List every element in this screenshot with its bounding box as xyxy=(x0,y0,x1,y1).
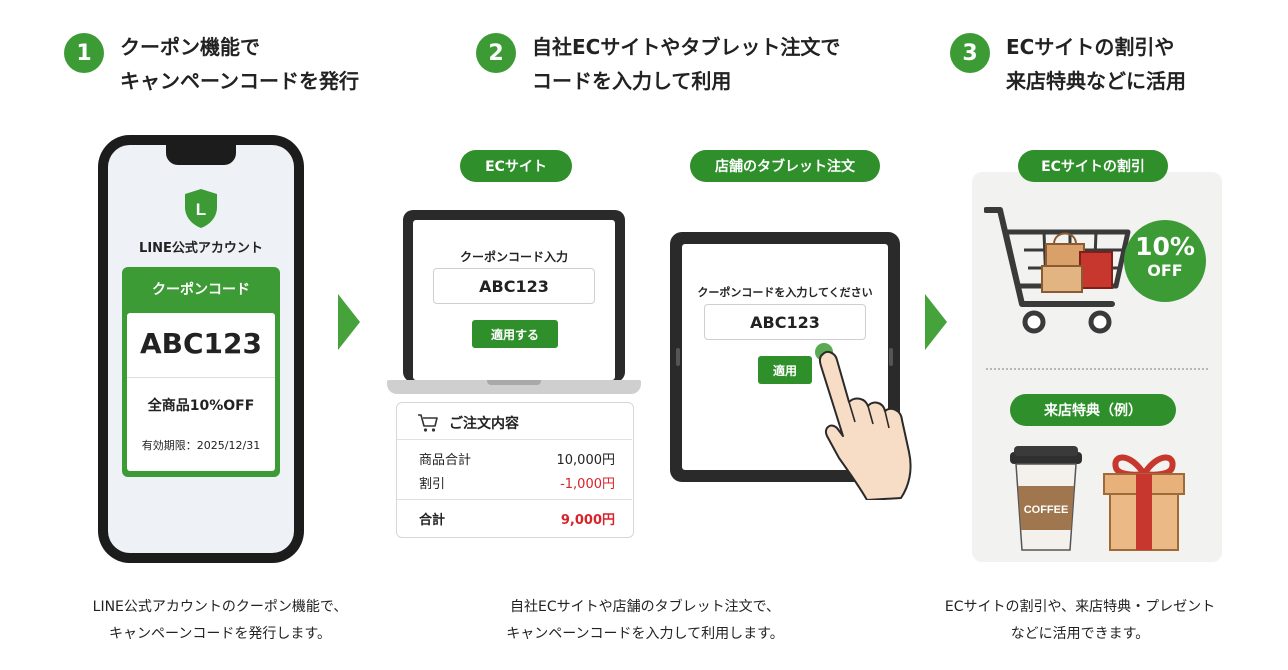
tablet-order-pill: 店舗のタブレット注文 xyxy=(690,150,880,182)
badge-percent: 10% xyxy=(1135,232,1195,261)
coffee-label: COFFEE xyxy=(1024,504,1069,516)
step-2-number: 2 xyxy=(476,33,516,73)
coupon-code: ABC123 xyxy=(139,327,262,360)
benefits-divider xyxy=(986,368,1208,370)
line-shield-logo-icon: L xyxy=(185,189,217,228)
order-divider-top xyxy=(397,439,632,440)
order-row-subtotal-label: 商品合計 xyxy=(419,453,472,468)
caption-1: LINE公式アカウントのクーポン機能で、 キャンペーンコードを発行します。 xyxy=(92,599,348,642)
coupon-card[interactable]: クーポンコード ABC123 全商品10%OFF 有効期限：2025/12/31 xyxy=(122,267,280,477)
coupon-body: ABC123 全商品10%OFF 有効期限：2025/12/31 xyxy=(127,313,275,471)
coffee-cup-icon: COFFEE xyxy=(1010,446,1082,551)
tablet-coupon-input[interactable]: ABC123 xyxy=(704,304,866,340)
tablet-display: クーポンコードを入力してください ABC123 適用 xyxy=(682,244,888,470)
order-summary: ご注文内容 商品合計 10,000円 割引 -1,000円 合計 9,000円 xyxy=(396,402,634,538)
phone-screen: L LINE公式アカウント クーポンコード ABC123 全商品10%OFF 有… xyxy=(108,145,294,553)
ec-coupon-input[interactable]: ABC123 xyxy=(433,268,595,304)
tapping-hand-icon xyxy=(815,343,912,500)
laptop: クーポンコード入力 ABC123 適用する xyxy=(403,210,625,382)
laptop-base xyxy=(387,380,641,394)
step-3-number: 3 xyxy=(950,33,990,73)
caption-2: 自社ECサイトや店舗のタブレット注文で、 キャンペーンコードを入力して利用します… xyxy=(506,599,784,642)
tablet-prompt: クーポンコードを入力してください xyxy=(697,286,873,299)
badge-off: OFF xyxy=(1147,261,1183,280)
tablet-camera xyxy=(676,348,680,366)
logo-letter: L xyxy=(196,200,206,219)
coupon-offer: 全商品10%OFF xyxy=(147,398,255,414)
ec-input-label: クーポンコード入力 xyxy=(459,250,568,264)
order-row-discount-label: 割引 xyxy=(419,477,446,492)
ec-apply-button[interactable]: 適用する xyxy=(472,320,558,348)
account-name: LINE公式アカウント xyxy=(139,241,263,256)
order-total-label: 合計 xyxy=(419,513,446,528)
step-3-title: ECサイトの割引や 来店特典などに活用 xyxy=(1006,35,1186,93)
step-2-title: 自社ECサイトやタブレット注文で コードを入力して利用 xyxy=(532,35,841,93)
tablet-home-button xyxy=(889,348,893,366)
order-divider-bottom xyxy=(397,499,632,500)
order-title: ご注文内容 xyxy=(449,416,519,432)
phone-notch xyxy=(166,145,236,165)
step-1-title: クーポン機能で キャンペーンコードを発行 xyxy=(120,35,359,93)
store-benefit-pill: 来店特典（例） xyxy=(1010,394,1176,426)
gift-box-icon xyxy=(1103,454,1185,551)
cart-icon xyxy=(418,414,438,432)
smartphone: L LINE公式アカウント クーポンコード ABC123 全商品10%OFF 有… xyxy=(98,135,304,563)
tablet: クーポンコードを入力してください ABC123 適用 xyxy=(670,232,900,482)
flow-arrow-1 xyxy=(338,294,360,350)
coupon-expiry: 有効期限：2025/12/31 xyxy=(141,439,261,452)
order-total-value: 9,000円 xyxy=(560,513,615,528)
ec-discount-pill: ECサイトの割引 xyxy=(1018,150,1168,182)
shopping-cart-icon xyxy=(984,207,1131,334)
coupon-header: クーポンコード xyxy=(152,282,250,298)
ec-site-pill: ECサイト xyxy=(460,150,572,182)
coupon-divider xyxy=(127,377,275,378)
discount-badge: 10% OFF xyxy=(1124,220,1206,302)
step-1-number: 1 xyxy=(64,33,104,73)
caption-3: ECサイトの割引や、来店特典・プレゼント などに活用できます。 xyxy=(944,599,1216,642)
flow-arrow-2 xyxy=(925,294,947,350)
laptop-display: クーポンコード入力 ABC123 適用する xyxy=(413,220,615,380)
order-row-subtotal-value: 10,000円 xyxy=(556,453,616,468)
tablet-apply-button[interactable]: 適用 xyxy=(758,356,812,384)
order-row-discount-value: -1,000円 xyxy=(560,477,615,492)
